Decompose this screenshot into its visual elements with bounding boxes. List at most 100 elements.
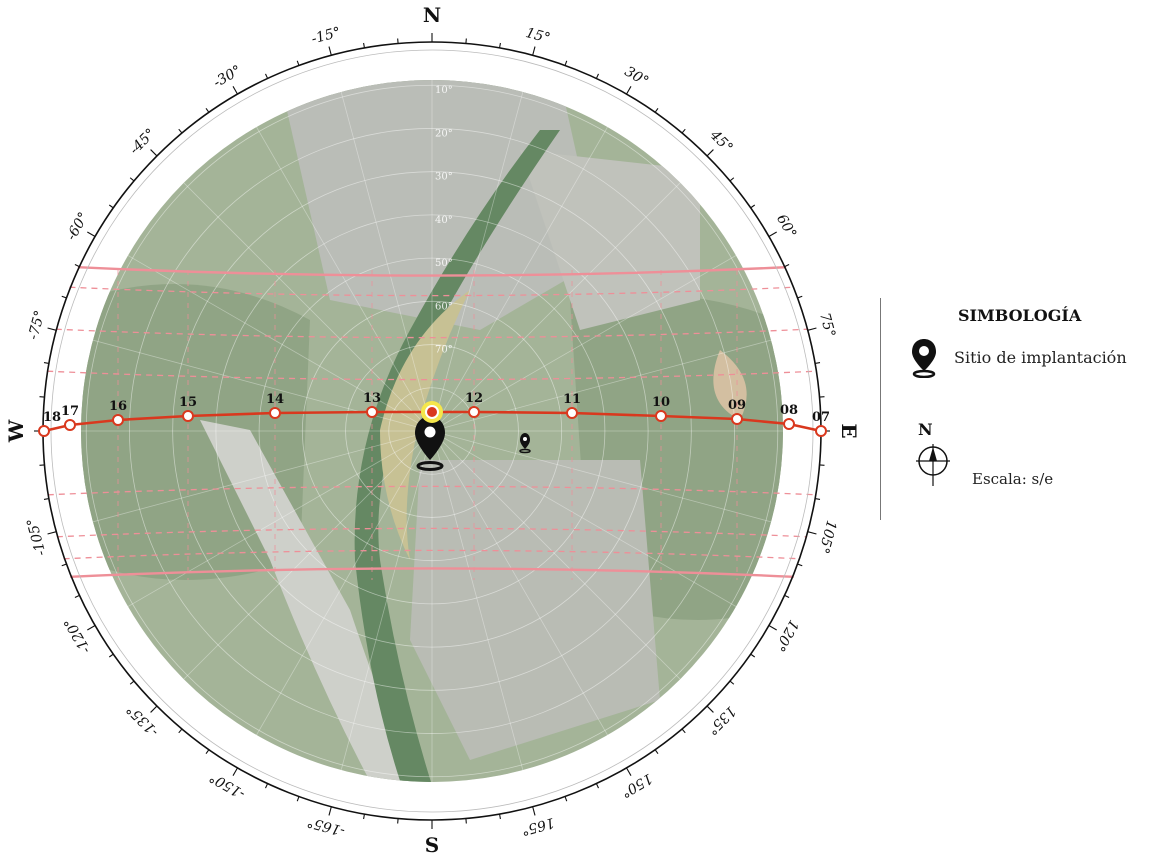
azimuth-tick — [807, 327, 817, 331]
altitude-circle — [215, 214, 649, 648]
azimuth-tick — [681, 728, 686, 734]
hour-label: 14 — [266, 392, 284, 407]
azimuth-tick — [626, 86, 632, 95]
azimuth-tick — [564, 796, 568, 802]
north-arrow-icon — [916, 444, 950, 490]
hour-label: 16 — [109, 399, 127, 414]
azimuth-tick — [797, 295, 803, 299]
azimuth-spoke — [237, 430, 433, 769]
legend: SIMBOLOGÍA Sitio de implantación N Escal… — [880, 298, 1150, 520]
azimuth-label: 105° — [815, 518, 839, 555]
azimuth-tick — [499, 813, 501, 820]
grid-lines — [42, 41, 822, 821]
azimuth-tick — [150, 705, 158, 713]
azimuth-spoke — [431, 55, 534, 432]
azimuth-tick — [43, 498, 50, 500]
altitude-label: 60° — [435, 301, 453, 312]
altitude-circle — [129, 128, 735, 734]
azimuth-label: 75° — [816, 311, 838, 339]
altitude-circle — [301, 300, 563, 562]
hour-label: 10 — [652, 395, 670, 410]
azimuth-spoke — [156, 155, 433, 432]
north-label: N — [423, 3, 441, 27]
azimuth-tick — [178, 728, 183, 734]
azimuth-spoke — [431, 430, 770, 626]
legend-title: SIMBOLOGÍA — [958, 306, 1082, 325]
azimuth-spoke — [56, 430, 433, 533]
azimuth-label: 165° — [519, 814, 556, 838]
azimuth-tick — [74, 594, 80, 599]
azimuth-tick — [108, 653, 114, 658]
azimuth-tick — [74, 263, 80, 268]
azimuth-label: -60° — [63, 210, 92, 244]
azimuth-tick — [61, 563, 67, 567]
altitude-label: 70° — [435, 345, 453, 356]
azimuth-tick — [363, 813, 365, 820]
azimuth-spoke — [330, 55, 433, 432]
azimuth-tick — [595, 73, 600, 79]
hour-label: 13 — [363, 391, 381, 406]
daily-arc — [63, 549, 801, 560]
azimuth-tick — [328, 806, 332, 816]
azimuth-tick — [768, 625, 777, 631]
hour-point — [566, 407, 578, 419]
azimuth-tick — [296, 60, 300, 66]
azimuth-spoke — [237, 93, 433, 432]
hour-label: 18 — [43, 410, 61, 425]
azimuth-label: -150° — [207, 769, 248, 802]
azimuth-tick — [784, 594, 790, 599]
azimuth-spoke — [431, 93, 627, 432]
azimuth-tick — [328, 46, 332, 56]
altitude-label: 50° — [435, 258, 453, 269]
hour-point — [655, 410, 667, 422]
azimuth-tick — [729, 680, 735, 685]
location-pin-icon — [906, 338, 942, 382]
azimuth-tick — [129, 177, 135, 182]
azimuth-tick — [363, 42, 365, 49]
azimuth-label: -165° — [306, 813, 347, 838]
azimuth-tick — [768, 231, 777, 237]
hour-point — [64, 419, 76, 431]
azimuth-label: -120° — [61, 615, 94, 656]
azimuth-tick — [681, 128, 686, 134]
azimuth-tick — [654, 107, 659, 113]
azimuth-label: -75° — [25, 309, 48, 342]
hour-label: 12 — [465, 391, 483, 406]
azimuth-spoke — [94, 236, 433, 432]
azimuth-tick — [706, 149, 714, 157]
altitude-labels: 10°20°30°40°50°60°70° — [435, 85, 453, 355]
azimuth-tick — [87, 625, 96, 631]
azimuth-tick — [232, 767, 238, 776]
hour-label: 11 — [563, 392, 581, 407]
azimuth-tick — [532, 806, 536, 816]
azimuth-tick — [706, 705, 714, 713]
hour-point — [182, 410, 194, 422]
azimuth-tick — [532, 46, 536, 56]
hour-label: 08 — [780, 403, 798, 418]
altitude-label: 10° — [435, 85, 453, 96]
azimuth-label: 30° — [622, 64, 652, 90]
site-pin-small-icon — [519, 433, 531, 454]
azimuth-tick — [729, 177, 735, 182]
azimuth-label: -30° — [211, 62, 245, 91]
zenith-sun-marker — [421, 401, 443, 423]
altitude-circle — [345, 344, 519, 518]
legend-scale-label: Escala: s/e — [972, 470, 1054, 488]
hour-point — [112, 414, 124, 426]
azimuth-tick — [205, 107, 210, 113]
azimuth-tick — [108, 204, 114, 209]
daily-arc — [77, 266, 787, 277]
altitude-circle — [172, 171, 692, 691]
azimuth-spoke — [431, 430, 534, 807]
altitude-label: 40° — [435, 215, 453, 226]
azimuth-tick — [564, 60, 568, 66]
azimuth-tick — [264, 783, 269, 789]
daily-arc — [55, 328, 809, 339]
azimuth-tick — [814, 362, 821, 364]
azimuth-label: -15° — [310, 24, 343, 47]
azimuth-spoke — [94, 430, 433, 626]
azimuth-label: 15° — [524, 25, 552, 47]
azimuth-spoke — [431, 329, 808, 432]
hour-label: 15 — [179, 395, 197, 410]
azimuth-tick — [750, 653, 756, 658]
